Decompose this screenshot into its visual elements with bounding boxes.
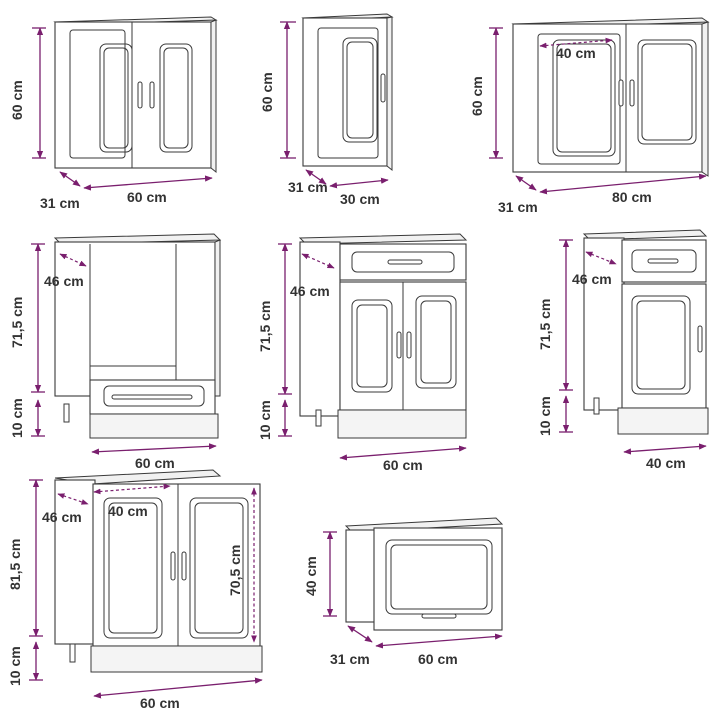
depth-label: 31 cm: [288, 179, 328, 195]
drawer-base-cabinet-60: [298, 233, 468, 439]
legs-label: 10 cm: [257, 400, 273, 440]
drawer-base-cabinet-40: [582, 229, 709, 435]
height-label: 71,5 cm: [257, 301, 273, 352]
width-label: 60 cm: [418, 651, 458, 667]
width-label: 80 cm: [612, 189, 652, 205]
width-label: 60 cm: [135, 455, 175, 471]
sink-base-cabinet-60: [54, 469, 263, 673]
legs-label: 10 cm: [9, 398, 25, 438]
wall-cabinet-30: [301, 13, 394, 172]
height-label: 71,5 cm: [537, 299, 553, 350]
depth-label: 46 cm: [290, 283, 330, 299]
height-label: 71,5 cm: [9, 297, 25, 348]
width-label: 40 cm: [646, 455, 686, 471]
width-label: 60 cm: [140, 695, 180, 711]
dim-line-depth: [59, 171, 81, 187]
dim-line-width: [83, 175, 213, 191]
depth-label: 31 cm: [330, 651, 370, 667]
wall-cabinet-60: [53, 16, 218, 174]
height-label: 60 cm: [9, 80, 25, 120]
inner-dim-line: [539, 37, 613, 49]
legs-label: 10 cm: [7, 646, 23, 686]
wall-cabinet-80: [511, 17, 710, 177]
hood-cabinet-60: [344, 517, 504, 631]
depth-label: 31 cm: [498, 199, 538, 215]
depth-label: 46 cm: [42, 509, 82, 525]
width-label: 60 cm: [383, 457, 423, 473]
depth-label: 46 cm: [44, 273, 84, 289]
inner-width-label: 40 cm: [108, 503, 148, 519]
width-label: 30 cm: [340, 191, 380, 207]
depth-label: 46 cm: [572, 271, 612, 287]
width-label: 60 cm: [127, 189, 167, 205]
legs-label: 10 cm: [537, 396, 553, 436]
inner-width-label: 40 cm: [556, 45, 596, 61]
inner-height-label: 70,5 cm: [227, 545, 243, 596]
depth-label: 31 cm: [40, 195, 80, 211]
height-label: 81,5 cm: [7, 539, 23, 590]
oven-base-cabinet-60: [53, 233, 222, 439]
height-label: 40 cm: [303, 556, 319, 596]
height-label: 60 cm: [469, 76, 485, 116]
height-label: 60 cm: [259, 72, 275, 112]
